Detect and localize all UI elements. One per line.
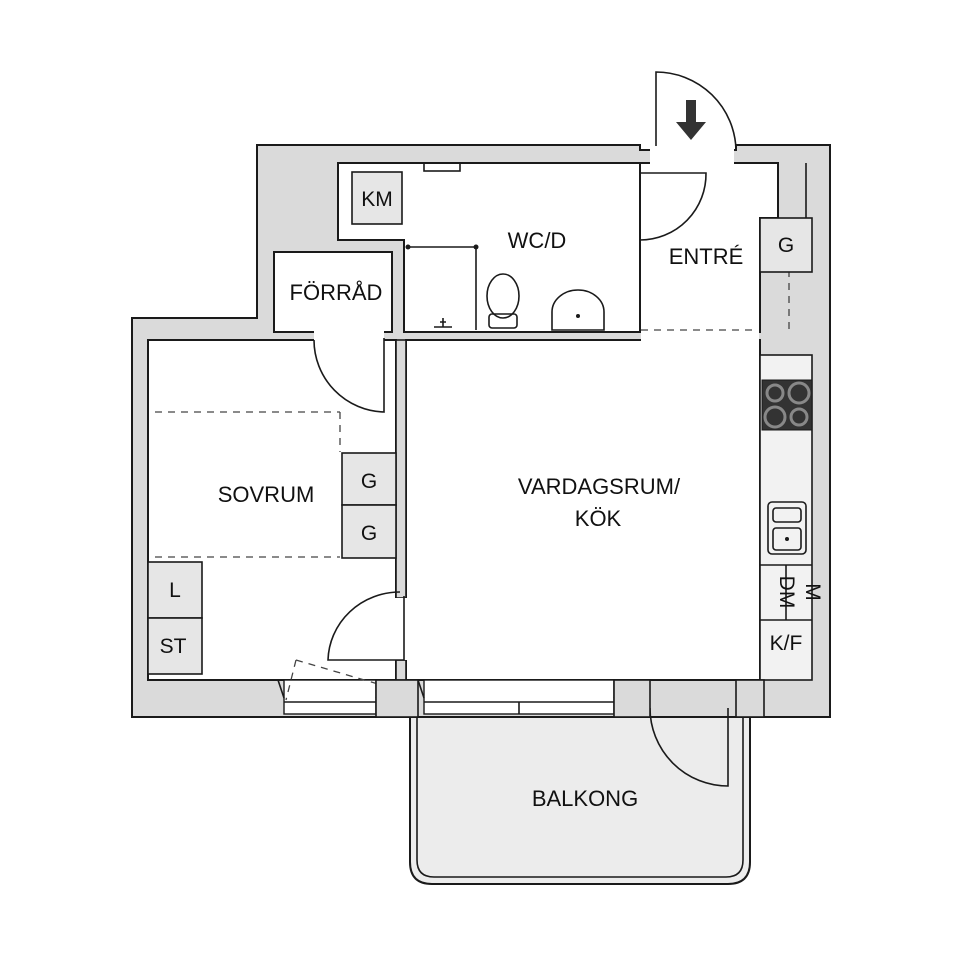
- entrance-arrow-icon: [676, 100, 706, 140]
- entrance-door-swing: [655, 71, 737, 151]
- entre-label: ENTRÉ: [669, 244, 744, 269]
- sovrum-g-label-2: G: [361, 522, 377, 545]
- st-label: ST: [160, 635, 187, 658]
- dm-label: DM: [775, 576, 798, 609]
- partition-wall-lower: [395, 659, 407, 681]
- m-label: M: [801, 583, 824, 601]
- wc-vent: [423, 162, 461, 172]
- st-box: [147, 617, 203, 675]
- l-label: L: [169, 579, 181, 602]
- sovrum-window-swing: [285, 659, 379, 701]
- kitchen-sink-icon: [767, 501, 807, 555]
- balkong-inner-line: [416, 717, 744, 878]
- corner-pillar: [735, 679, 765, 718]
- sovrum-door-swing: [327, 591, 405, 661]
- entre-g-box: [759, 217, 813, 273]
- sovrum-label: SOVRUM: [218, 482, 315, 507]
- balkong-area: [409, 716, 751, 885]
- partition-wall: [395, 339, 407, 599]
- sovrum-g-box-2: [341, 504, 397, 559]
- forrad-label: FÖRRÅD: [290, 280, 383, 305]
- wc-label: WC/D: [508, 228, 567, 253]
- forrad-door-swing: [313, 338, 385, 413]
- balkong-door-swing: [649, 707, 729, 787]
- stove-icon: [761, 379, 813, 431]
- kf-label: K/F: [770, 632, 803, 655]
- vardagsrum-label-line2: KÖK: [575, 506, 622, 531]
- balkong-label: BALKONG: [532, 786, 638, 811]
- shower-mixer-icon: [434, 318, 452, 328]
- balkong-pillar-left: [375, 679, 419, 718]
- sovrum-door-opening: [392, 598, 408, 660]
- forrad-room: [273, 251, 393, 333]
- sovrum-g-label-1: G: [361, 470, 377, 493]
- sink-icon: [551, 289, 605, 331]
- entrance-opening: [650, 144, 734, 166]
- km-box: [351, 171, 403, 225]
- entre-g-label: G: [778, 234, 794, 257]
- forrad-door-opening: [314, 328, 384, 342]
- shower-corner-dot-2: [405, 244, 411, 250]
- km-label: KM: [361, 188, 393, 211]
- vardagsrum-label-line1: VARDAGSRUM/: [518, 474, 681, 499]
- toilet-icon: [486, 273, 520, 329]
- balkong-pillar-right: [613, 679, 651, 718]
- sovrum-g-box-1: [341, 452, 397, 506]
- shower-corner-dot: [473, 244, 479, 250]
- entrance-door-inner-swing: [639, 172, 707, 241]
- sovrum-window: [283, 679, 377, 715]
